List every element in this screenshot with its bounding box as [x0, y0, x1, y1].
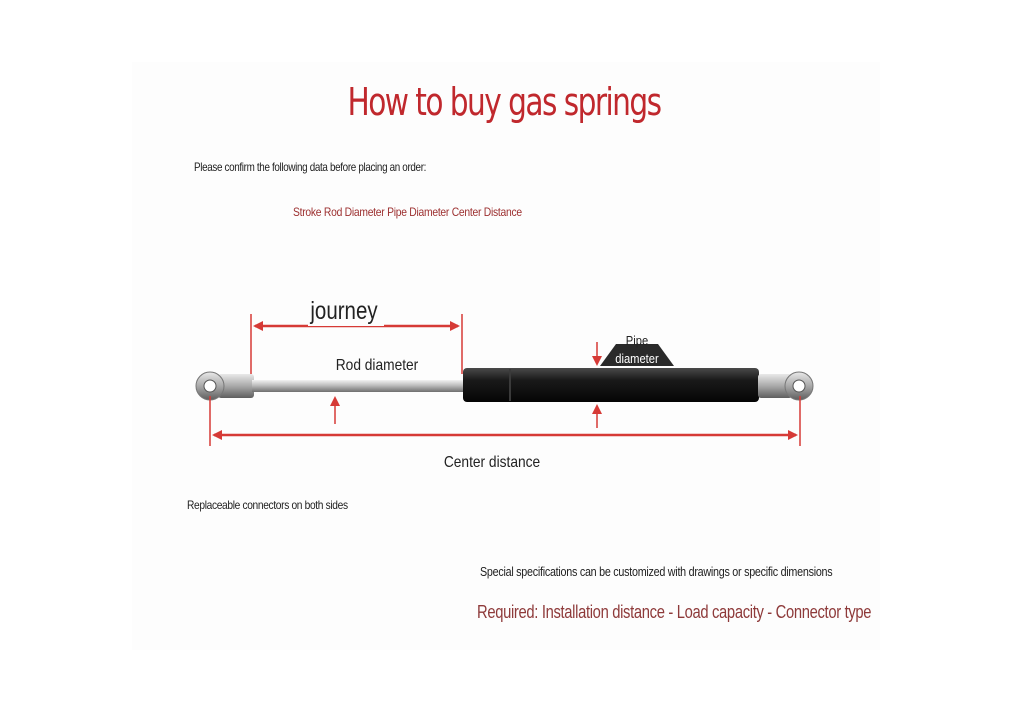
pipe-diameter-label-1: Pipe	[626, 333, 649, 348]
connectors-note: Replaceable connectors on both sides	[187, 498, 348, 512]
pipe-diameter-tag	[592, 342, 674, 428]
stroke-label: journey	[309, 296, 378, 324]
center-distance-dimension	[209, 396, 801, 446]
cylinder-body	[463, 368, 759, 402]
pipe-diameter-label-2: diameter	[615, 351, 658, 366]
intro-text: Please confirm the following data before…	[194, 160, 427, 174]
content-panel	[132, 62, 880, 650]
right-end-fitting	[758, 371, 814, 401]
center-distance-label: Center distance	[444, 453, 540, 471]
left-end-fitting	[195, 371, 254, 401]
required-info-note: Required: Installation distance - Load c…	[477, 602, 872, 622]
required-fields-line: Stroke Rod Diameter Pipe Diameter Center…	[293, 205, 522, 219]
special-spec-note: Special specifications can be customized…	[480, 565, 833, 579]
page-title: How to buy gas springs	[347, 80, 662, 124]
rod-diameter-label: Rod diameter	[336, 356, 419, 374]
stroke-dimension	[250, 296, 463, 374]
piston-rod	[252, 380, 464, 392]
